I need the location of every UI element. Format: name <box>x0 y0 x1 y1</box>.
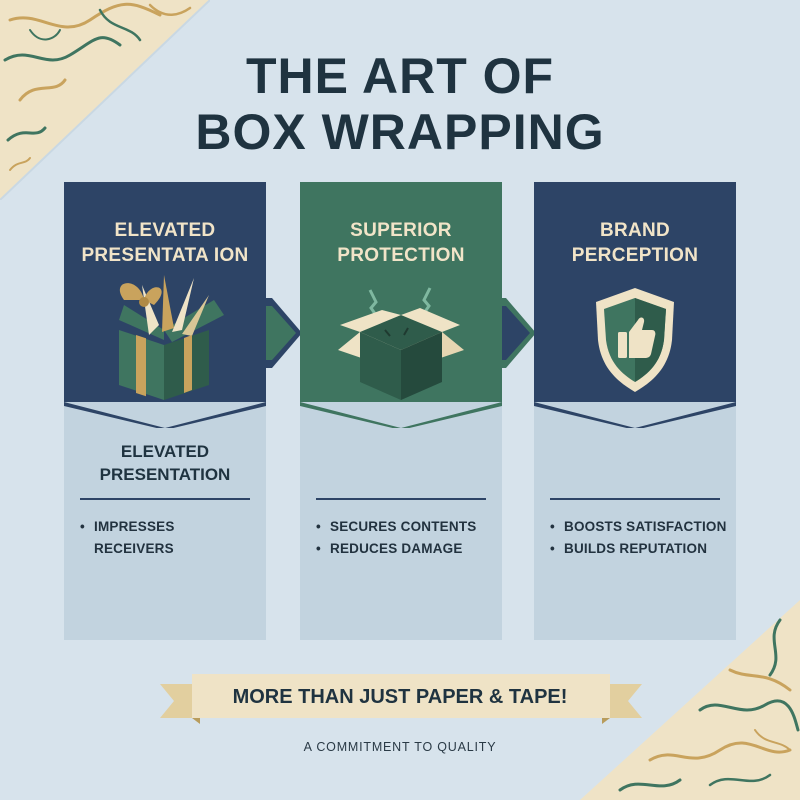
column-subheading: ELEVATED PRESENTATION <box>99 442 231 484</box>
shield-thumbs-up-icon <box>596 288 674 392</box>
divider <box>550 498 720 500</box>
divider <box>316 498 486 500</box>
column-body-panel <box>300 402 502 640</box>
bullet-list: •SECURES CONTENTS •REDUCES DAMAGE <box>316 516 496 560</box>
column-elevated-presentation: ELEVATED PRESENTATA ION ELEVATED PRESENT… <box>64 182 266 640</box>
column-heading: ELEVATED PRESENTATA ION <box>81 220 249 266</box>
column-header-panel <box>300 182 502 428</box>
bullet-list: •BOOSTS SATISFACTION •BUILDS REPUTATION <box>550 516 730 560</box>
divider <box>80 498 250 500</box>
list-item: •REDUCES DAMAGE <box>316 541 463 556</box>
protective-box-icon <box>338 287 464 400</box>
ribbon-banner <box>160 674 642 724</box>
column-heading: BRAND PERCEPTION <box>571 220 699 266</box>
title-line-1: THE ART OF <box>245 48 555 104</box>
list-item: •BOOSTS SATISFACTION <box>550 519 727 534</box>
title-line-2: BOX WRAPPING <box>195 104 605 160</box>
column-body-panel <box>534 402 736 640</box>
page-title: THE ART OF BOX WRAPPING <box>0 48 800 160</box>
list-item: •IMPRESSES RECEIVERS <box>80 519 175 556</box>
column-body-panel <box>64 402 266 640</box>
column-brand-perception: BRAND PERCEPTION •BOOSTS SATISFACTION •B… <box>534 182 736 640</box>
arrow-connector-2 <box>496 298 536 368</box>
bullet-list: •IMPRESSES RECEIVERS <box>80 516 260 560</box>
column-heading: SUPERIOR PROTECTION <box>337 220 465 266</box>
list-item: •SECURES CONTENTS <box>316 519 477 534</box>
wrapping-paper-corner-bottom-right <box>580 600 800 800</box>
column-superior-protection: SUPERIOR PROTECTION •SECURES CONTENTS •R… <box>300 182 502 640</box>
list-item: •BUILDS REPUTATION <box>550 541 708 556</box>
gift-box-icon <box>119 275 224 400</box>
wrapping-paper-corner-top-left <box>0 0 210 200</box>
banner-text: MORE THAN JUST PAPER & TAPE! <box>232 686 568 708</box>
arrow-connector-1 <box>262 298 302 368</box>
tagline: A COMMITMENT TO QUALITY <box>303 740 497 754</box>
